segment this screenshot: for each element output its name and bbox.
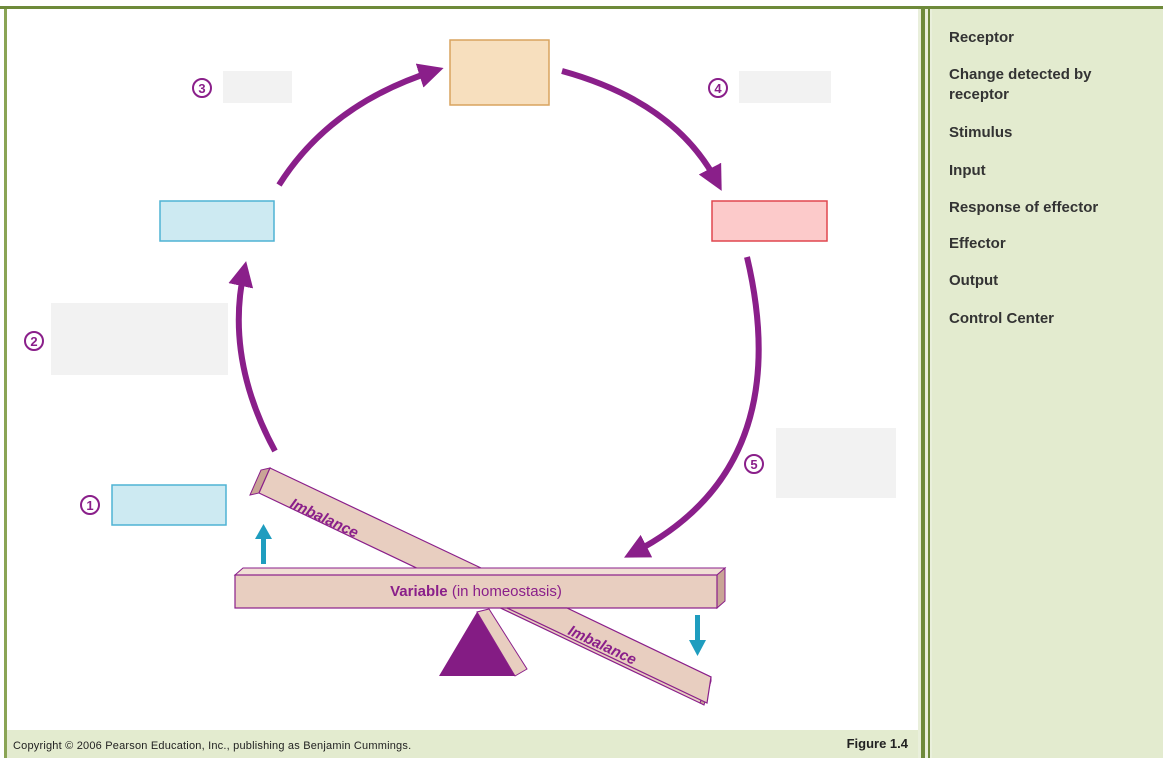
drop-zone-5[interactable]	[776, 428, 896, 498]
label-panel: Receptor Change detected by receptor Sti…	[932, 9, 1163, 758]
up-arrow-icon	[255, 524, 272, 564]
drop-zone-4[interactable]	[739, 71, 831, 103]
homeostasis-diagram: 1 2 3 4 5 Imbalance Variable (in homeost…	[24, 39, 896, 706]
left-rule	[4, 9, 7, 758]
label-effector[interactable]: Effector	[949, 235, 1006, 252]
drop-zone-2[interactable]	[51, 303, 228, 375]
label-change-detected[interactable]: Change detected by receptor	[949, 66, 1092, 103]
svg-text:2: 2	[30, 334, 37, 349]
copyright-text: Copyright © 2006 Pearson Education, Inc.…	[13, 740, 412, 752]
figure-label: Figure 1.4	[846, 736, 908, 751]
fulcrum	[439, 608, 528, 677]
label-receptor[interactable]: Receptor	[949, 29, 1015, 46]
drop-zone-3[interactable]	[223, 71, 292, 103]
step-marker-1: 1	[80, 495, 100, 515]
control-center-box[interactable]	[449, 39, 550, 106]
imbalance-beam-lower: Imbalance	[506, 607, 712, 704]
down-arrow-icon	[689, 615, 706, 656]
svg-text:Variable (in homeostasis): Variable (in homeostasis)	[390, 583, 562, 600]
step-marker-5: 5	[744, 454, 764, 474]
diagram-canvas: 1 2 3 4 5 Imbalance Variable (in homeost…	[7, 9, 918, 730]
step-marker-2: 2	[24, 331, 44, 351]
step-marker-4: 4	[708, 78, 728, 98]
panel-divider	[918, 9, 932, 758]
variable-beam: Variable (in homeostasis)	[233, 566, 727, 610]
label-output[interactable]: Output	[949, 272, 999, 289]
arrow-4	[561, 68, 722, 191]
svg-text:1: 1	[86, 498, 93, 513]
top-border	[0, 0, 1163, 9]
label-control-center[interactable]: Control Center	[949, 310, 1054, 327]
arrow-2	[228, 261, 278, 453]
footer: Copyright © 2006 Pearson Education, Inc.…	[7, 730, 918, 758]
effector-box[interactable]	[711, 200, 828, 242]
receptor-box[interactable]	[111, 484, 227, 526]
svg-text:5: 5	[750, 457, 757, 472]
arrow-5	[624, 256, 762, 558]
svg-text:3: 3	[198, 81, 205, 96]
label-input[interactable]: Input	[949, 162, 986, 179]
step-marker-3: 3	[192, 78, 212, 98]
svg-text:4: 4	[714, 81, 722, 96]
arrow-3	[276, 63, 444, 187]
label-response-of-effector[interactable]: Response of effector	[949, 199, 1099, 216]
label-stimulus[interactable]: Stimulus	[949, 124, 1013, 141]
afferent-box[interactable]	[159, 200, 275, 242]
